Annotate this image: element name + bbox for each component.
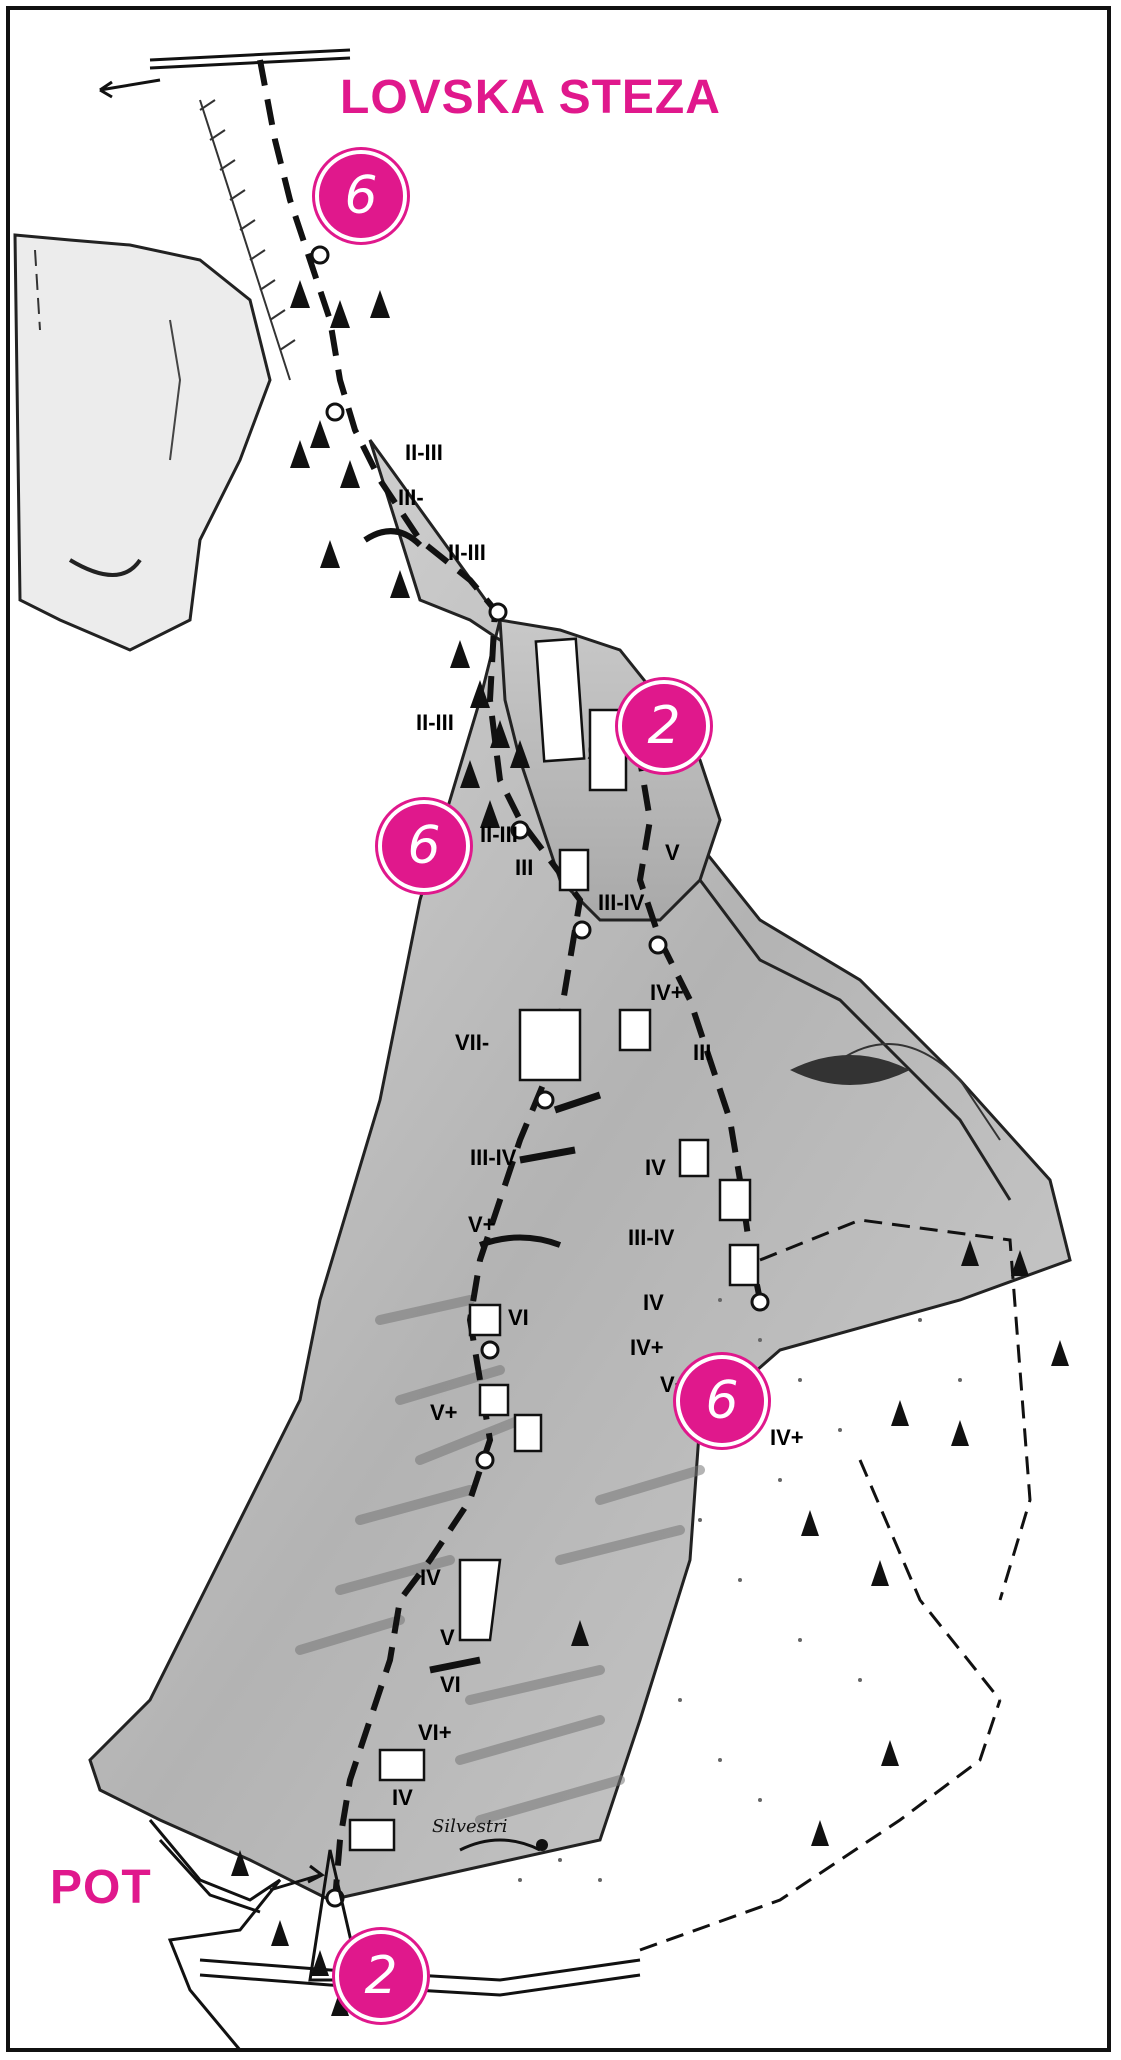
grade-label: VI+ xyxy=(418,1720,452,1746)
grade-label: II-III xyxy=(405,440,443,466)
grade-label: VI xyxy=(508,1305,529,1331)
route-marker-top: 6 xyxy=(315,150,407,242)
route-marker-upper-ledge: 2 xyxy=(618,680,710,772)
lovska-steza-label: LOVSKA STEZA xyxy=(340,70,721,125)
route-marker-bottom-start: 2 xyxy=(335,1930,427,2022)
grade-label: V xyxy=(665,840,680,866)
grade-label: II-III xyxy=(480,822,518,848)
grade-label: IV xyxy=(420,1565,441,1591)
grade-label: III-IV xyxy=(628,1225,674,1251)
grade-label: VII- xyxy=(455,1030,489,1056)
grade-label: II-III xyxy=(448,540,486,566)
grade-label: II-III xyxy=(416,710,454,736)
svg-text:Silvestri: Silvestri xyxy=(432,1816,508,1837)
grade-label: IV xyxy=(645,1155,666,1181)
grade-label: III-IV xyxy=(470,1145,516,1171)
grade-label: V+ xyxy=(430,1400,458,1426)
grade-label: IV+ xyxy=(770,1425,804,1451)
grade-label: V+ xyxy=(468,1212,496,1238)
pot-label: POT xyxy=(50,1860,152,1915)
grade-label: III- xyxy=(398,485,424,511)
grade-label: VI xyxy=(440,1672,461,1698)
upper-ridge xyxy=(15,235,270,650)
grade-label: III xyxy=(693,1040,711,1066)
route-marker-mid-left: 6 xyxy=(378,800,470,892)
grade-label: IV+ xyxy=(650,980,684,1006)
route-marker-right-entry: 6 xyxy=(676,1355,768,1447)
grade-label: V xyxy=(440,1625,455,1651)
grade-label: IV+ xyxy=(630,1335,664,1361)
grade-label: IV xyxy=(643,1290,664,1316)
grade-label: III xyxy=(515,855,533,881)
grade-label: III-IV xyxy=(598,890,644,916)
grade-label: IV xyxy=(392,1785,413,1811)
